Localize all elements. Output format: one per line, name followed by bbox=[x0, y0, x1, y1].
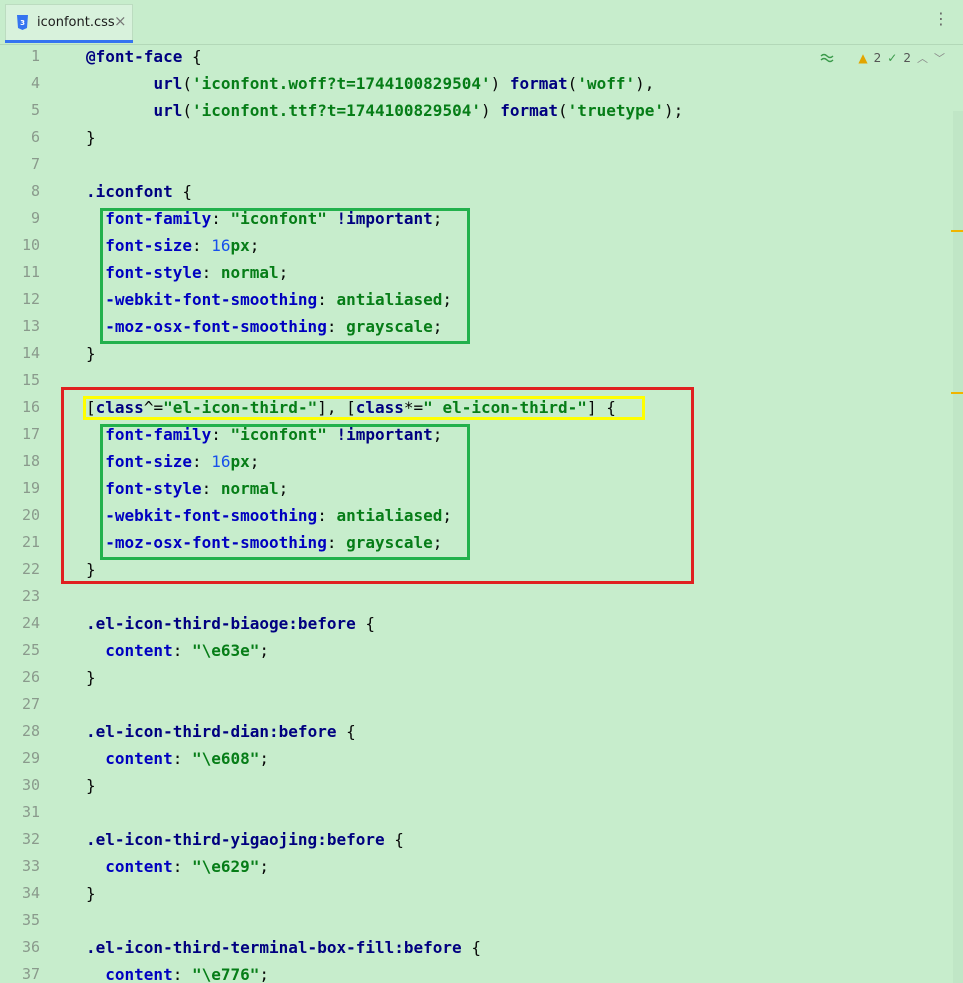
code-line[interactable]: font-size: 16px; bbox=[105, 236, 260, 255]
previous-highlight-icon[interactable]: ︿ bbox=[917, 52, 928, 65]
line-number: 15 bbox=[21, 371, 40, 389]
code-line[interactable]: content: "\e629"; bbox=[105, 857, 270, 876]
line-number: 1 bbox=[30, 47, 40, 65]
ai-assistant-icon[interactable] bbox=[820, 52, 834, 64]
code-line[interactable]: content: "\e63e"; bbox=[105, 641, 270, 660]
code-line[interactable]: .el-icon-third-yigaojing:before { bbox=[86, 830, 404, 849]
warning-marker[interactable] bbox=[951, 230, 963, 232]
warning-marker[interactable] bbox=[951, 392, 963, 394]
code-line[interactable]: [class^="el-icon-third-"], [class*=" el-… bbox=[86, 398, 616, 417]
code-line[interactable]: -moz-osx-font-smoothing: grayscale; bbox=[105, 533, 443, 552]
weak-warning-count: 2 bbox=[903, 51, 911, 65]
code-line[interactable]: .el-icon-third-terminal-box-fill:before … bbox=[86, 938, 481, 957]
code-line[interactable]: } bbox=[86, 128, 96, 147]
line-number: 5 bbox=[30, 101, 40, 119]
svg-text:3: 3 bbox=[20, 19, 25, 27]
line-number: 10 bbox=[21, 236, 40, 254]
inspection-widget[interactable]: ▲ 2 ✓ 2 ︿ ﹀ bbox=[820, 48, 945, 68]
line-number: 21 bbox=[21, 533, 40, 551]
code-line[interactable]: url('iconfont.ttf?t=1744100829504') form… bbox=[153, 101, 684, 120]
code-line[interactable]: font-style: normal; bbox=[105, 263, 289, 282]
line-number: 18 bbox=[21, 452, 40, 470]
line-number: 11 bbox=[21, 263, 40, 281]
css-file-icon: 3 bbox=[17, 15, 28, 30]
close-icon[interactable]: × bbox=[114, 12, 127, 30]
tab-iconfont-css[interactable]: 3 iconfont.css × bbox=[5, 4, 133, 42]
code-line[interactable]: .el-icon-third-dian:before { bbox=[86, 722, 356, 741]
line-number: 9 bbox=[30, 209, 40, 227]
warning-icon: ▲ bbox=[858, 51, 868, 65]
code-line[interactable]: -webkit-font-smoothing: antialiased; bbox=[105, 506, 453, 525]
more-options-icon[interactable]: ⋮ bbox=[933, 9, 949, 28]
code-line[interactable]: font-style: normal; bbox=[105, 479, 289, 498]
code-line[interactable]: content: "\e608"; bbox=[105, 749, 270, 768]
line-number: 23 bbox=[21, 587, 40, 605]
line-number: 8 bbox=[30, 182, 40, 200]
line-number: 17 bbox=[21, 425, 40, 443]
code-line[interactable]: @font-face { bbox=[86, 47, 202, 66]
line-number: 22 bbox=[21, 560, 40, 578]
code-line[interactable]: font-size: 16px; bbox=[105, 452, 260, 471]
weak-warning-icon: ✓ bbox=[887, 51, 898, 65]
line-number: 35 bbox=[21, 911, 40, 929]
code-line[interactable]: content: "\e776"; bbox=[105, 965, 270, 983]
code-line[interactable]: } bbox=[86, 560, 96, 579]
active-tab-indicator bbox=[5, 40, 133, 43]
line-number: 19 bbox=[21, 479, 40, 497]
line-number: 4 bbox=[30, 74, 40, 92]
line-number: 12 bbox=[21, 290, 40, 308]
line-number: 25 bbox=[21, 641, 40, 659]
line-number: 13 bbox=[21, 317, 40, 335]
line-number: 34 bbox=[21, 884, 40, 902]
line-number: 33 bbox=[21, 857, 40, 875]
code-line[interactable]: } bbox=[86, 776, 96, 795]
line-number: 37 bbox=[21, 965, 40, 983]
code-line[interactable]: url('iconfont.woff?t=1744100829504') for… bbox=[153, 74, 655, 93]
line-number: 27 bbox=[21, 695, 40, 713]
code-line[interactable]: .iconfont { bbox=[86, 182, 192, 201]
code-line[interactable]: -webkit-font-smoothing: antialiased; bbox=[105, 290, 453, 309]
code-line[interactable]: -moz-osx-font-smoothing: grayscale; bbox=[105, 317, 443, 336]
line-number: 30 bbox=[21, 776, 40, 794]
line-number: 28 bbox=[21, 722, 40, 740]
line-number: 24 bbox=[21, 614, 40, 632]
next-highlight-icon[interactable]: ﹀ bbox=[934, 52, 945, 65]
line-number: 31 bbox=[21, 803, 40, 821]
line-number: 29 bbox=[21, 749, 40, 767]
vertical-scrollbar[interactable] bbox=[953, 111, 963, 983]
code-line[interactable]: } bbox=[86, 884, 96, 903]
line-number: 16 bbox=[21, 398, 40, 416]
line-number: 7 bbox=[30, 155, 40, 173]
tab-title: iconfont.css bbox=[37, 15, 115, 30]
code-line[interactable]: } bbox=[86, 668, 96, 687]
code-line[interactable]: .el-icon-third-biaoge:before { bbox=[86, 614, 375, 633]
line-number: 6 bbox=[30, 128, 40, 146]
line-number: 36 bbox=[21, 938, 40, 956]
line-number: 32 bbox=[21, 830, 40, 848]
line-number: 26 bbox=[21, 668, 40, 686]
code-line[interactable]: font-family: "iconfont" !important; bbox=[105, 425, 443, 444]
warning-count: 2 bbox=[873, 51, 882, 65]
editor-tab-bar: 3 iconfont.css × ⋮ bbox=[0, 0, 963, 45]
code-line[interactable]: } bbox=[86, 344, 96, 363]
line-number: 14 bbox=[21, 344, 40, 362]
code-line[interactable]: font-family: "iconfont" !important; bbox=[105, 209, 443, 228]
line-number: 20 bbox=[21, 506, 40, 524]
